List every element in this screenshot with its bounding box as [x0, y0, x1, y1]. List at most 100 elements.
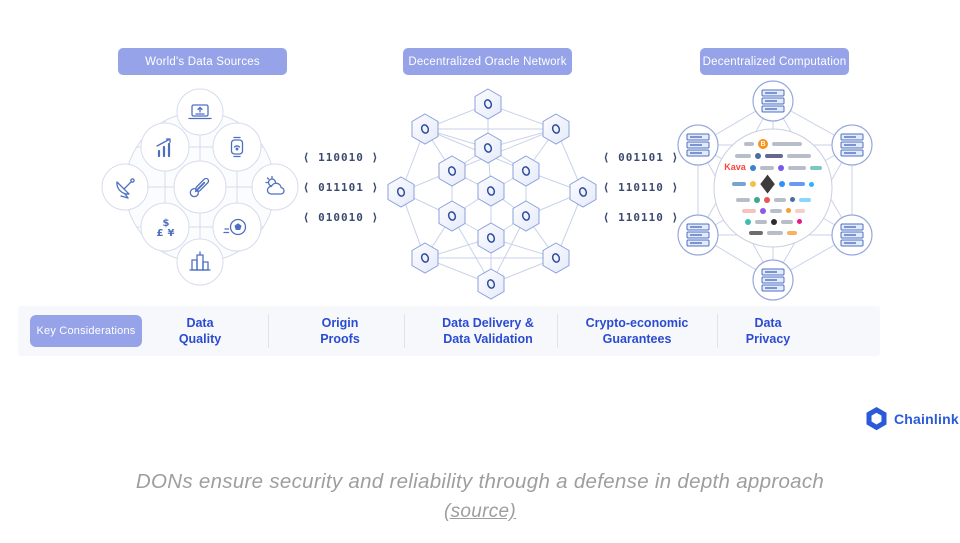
server-node: [752, 80, 794, 122]
crypto-logo: [780, 219, 793, 224]
crypto-logo: [735, 197, 750, 202]
oracle-node: [477, 222, 505, 254]
binary-stream-right: ⟨ 001101 ⟩ ⟨ 110110 ⟩ ⟨ 110110 ⟩: [589, 151, 693, 224]
crypto-logo: [789, 197, 795, 203]
binary-code: ⟨ 110010 ⟩: [302, 151, 380, 164]
divider: [717, 314, 718, 348]
source-link[interactable]: (source): [443, 501, 517, 522]
header-badge-oracle-network: Decentralized Oracle Network: [403, 48, 572, 75]
crypto-logo: [809, 165, 822, 170]
crypto-logo: [759, 165, 774, 170]
crypto-logo: [763, 196, 770, 203]
data-sources-diagram: $ £ ¥: [101, 88, 299, 286]
crypto-logo: [749, 230, 763, 235]
oracle-node: [438, 200, 466, 232]
caption: DONs ensure security and reliability thr…: [0, 470, 960, 523]
crypto-logo: [732, 182, 747, 186]
sports-icon: [223, 218, 247, 236]
server-node: [752, 259, 794, 301]
oracle-node: [477, 268, 505, 300]
chainlink-logo: Chainlink: [866, 407, 959, 431]
oracle-node: [569, 176, 597, 208]
svg-text:$: $: [163, 218, 170, 229]
crypto-logo: [787, 154, 811, 159]
server-node: [677, 214, 719, 256]
crypto-logo: [744, 142, 754, 147]
crypto-logos-cloud: B Kava ◆: [716, 131, 830, 245]
satellite-dish-icon: [116, 178, 135, 199]
crypto-logo: [741, 208, 756, 213]
crypto-logo: [770, 218, 777, 225]
crypto-logo: [808, 181, 814, 187]
binary-code: ⟨ 001101 ⟩: [602, 151, 680, 164]
oracle-node: [542, 242, 570, 274]
bar-chart-icon: [156, 138, 171, 158]
oracle-node: [411, 242, 439, 274]
city-buildings-icon: [189, 251, 211, 271]
computation-diagram: [677, 80, 873, 301]
weather-icon: [265, 175, 285, 195]
thermometer-icon: [189, 177, 210, 198]
crypto-logo: [744, 218, 751, 225]
oracle-node: [411, 113, 439, 145]
server-node: [677, 124, 719, 166]
bitcoin-logo: B: [758, 139, 768, 150]
crypto-logo: [754, 219, 767, 224]
crypto-logo: [772, 142, 802, 147]
chainlink-logo-icon: [866, 407, 887, 431]
header-badge-data-sources: World's Data Sources: [118, 48, 287, 75]
binary-stream-left: ⟨ 110010 ⟩ ⟨ 011101 ⟩ ⟨ 010010 ⟩: [289, 151, 393, 224]
crypto-logo: [785, 208, 791, 214]
crypto-logo: [796, 219, 802, 225]
key-considerations-badge: Key Considerations: [30, 315, 142, 347]
crypto-logo: [749, 164, 756, 171]
crypto-logo: [798, 197, 811, 202]
crypto-cloud-circle: [713, 128, 833, 248]
oracle-node: [512, 155, 540, 187]
crypto-logo: [765, 154, 783, 159]
divider: [557, 314, 558, 348]
binary-code: ⟨ 011101 ⟩: [302, 181, 380, 194]
crypto-logo: [759, 207, 766, 214]
laptop-icon: [188, 104, 212, 120]
oracle-node: [387, 176, 415, 208]
crypto-logo: [794, 208, 805, 213]
binary-code: ⟨ 110110 ⟩: [602, 211, 680, 224]
crypto-logo: [788, 182, 805, 186]
crypto-logo: [777, 164, 784, 171]
crypto-logo: [753, 196, 760, 203]
crypto-logo: [773, 197, 786, 202]
crypto-logo: [735, 154, 751, 159]
oracle-network-diagram: [387, 88, 597, 300]
binary-code: ⟨ 010010 ⟩: [302, 211, 380, 224]
crypto-logo: [755, 153, 761, 160]
caption-text: DONs ensure security and reliability thr…: [135, 470, 825, 493]
crypto-logo: [787, 165, 806, 170]
divider: [404, 314, 405, 348]
kava-logo: Kava: [724, 162, 746, 173]
consideration-item-data-delivery: Data Delivery &Data Validation: [442, 316, 534, 346]
crypto-logo: [767, 230, 783, 235]
currency-icon: $ £ ¥: [157, 218, 175, 239]
oracle-node: [512, 200, 540, 232]
header-badge-computation: Decentralized Computation: [700, 48, 849, 75]
ethereum-logo: ◆: [760, 168, 775, 198]
server-node: [831, 214, 873, 256]
oracle-node: [438, 155, 466, 187]
server-node: [831, 124, 873, 166]
svg-text:¥: ¥: [168, 228, 175, 239]
crypto-logo: [787, 230, 797, 235]
oracle-node: [474, 88, 502, 120]
smartwatch-icon: [230, 136, 244, 158]
binary-code: ⟨ 110110 ⟩: [602, 181, 680, 194]
divider: [268, 314, 269, 348]
oracle-node: [542, 113, 570, 145]
crypto-logo: [778, 181, 785, 187]
crypto-logo: [769, 208, 782, 213]
